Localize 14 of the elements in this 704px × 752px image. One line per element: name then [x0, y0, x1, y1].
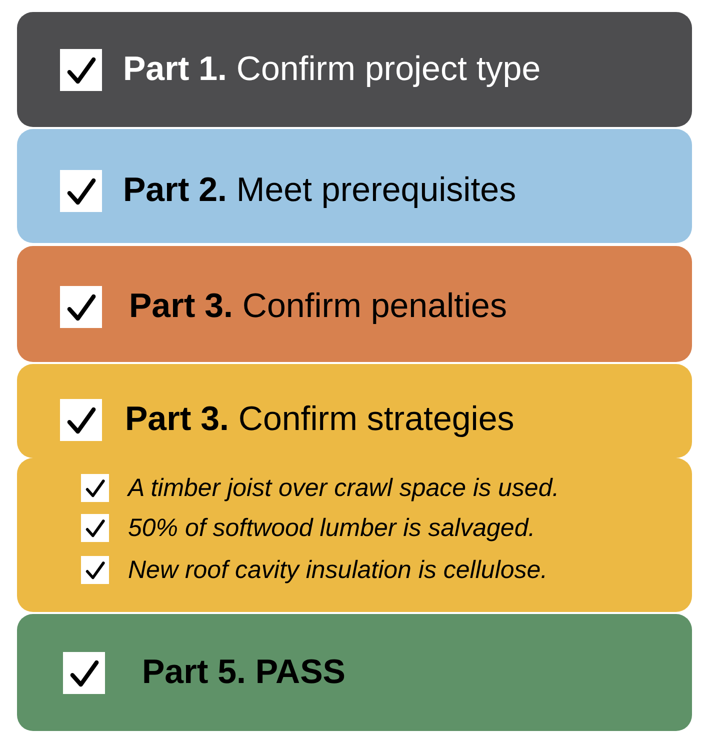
step-title: Part 2. Meet prerequisites — [123, 171, 516, 211]
checklist-item: A timber joist over crawl space is used. — [128, 474, 560, 502]
step-title: Part 1. Confirm project type — [123, 50, 541, 90]
checklist-item: New roof cavity insulation is cellulose. — [128, 556, 548, 584]
step-title: Part 3. Confirm strategies — [125, 400, 514, 440]
step-band — [17, 614, 692, 731]
strategy-list-panel — [17, 458, 692, 612]
step-band — [17, 12, 692, 127]
step-title: Part 5. PASS — [142, 653, 346, 693]
step-band — [17, 364, 692, 458]
step-band — [17, 246, 692, 362]
checklist-item: 50% of softwood lumber is salvaged. — [128, 514, 536, 542]
step-title: Part 3. Confirm penalties — [129, 287, 507, 327]
step-band — [17, 129, 692, 243]
